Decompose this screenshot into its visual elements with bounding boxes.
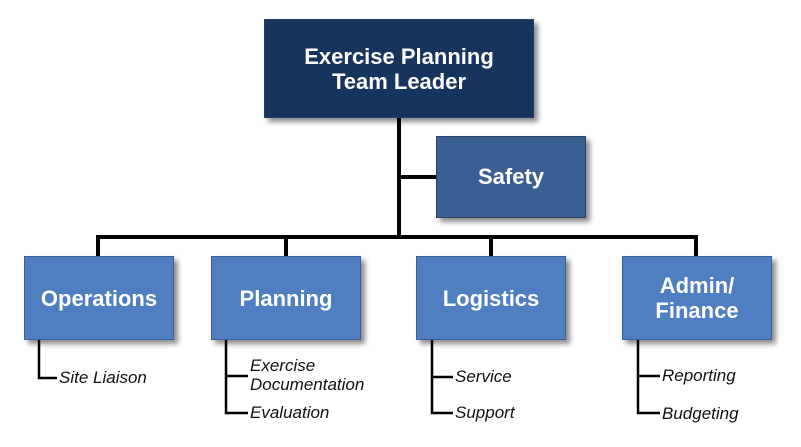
service-label: Service <box>455 367 512 386</box>
leader-box: Exercise Planning Team Leader <box>264 19 534 118</box>
connector-budgeting <box>636 340 660 415</box>
logistics-label: Logistics <box>442 285 540 311</box>
budgeting-label: Budgeting <box>662 404 739 423</box>
reporting-label: Reporting <box>662 366 736 385</box>
connector-support <box>430 340 453 415</box>
logistics-box: Logistics <box>416 256 566 340</box>
exercise-documentation-line1: Exercise <box>250 356 316 375</box>
operations-box: Operations <box>24 256 174 340</box>
admin-finance-label-line2: Finance <box>655 298 739 323</box>
site-liaison-label: Site Liaison <box>59 368 147 387</box>
connector-exercise-documentation <box>224 340 248 415</box>
exercise-documentation-line2: Documentation <box>250 375 365 394</box>
connector-site-liaison <box>37 340 57 380</box>
exercise-documentation-label: Exercise Documentation <box>250 356 364 394</box>
safety-label: Safety <box>477 164 545 189</box>
evaluation-label: Evaluation <box>250 403 330 422</box>
leader-title-line1: Exercise Planning <box>304 43 494 69</box>
planning-label: Planning <box>239 285 333 311</box>
planning-box: Planning <box>211 256 361 340</box>
safety-box: Safety <box>436 136 586 218</box>
admin-finance-box: Admin/ Finance <box>622 256 772 340</box>
support-label: Support <box>455 403 515 422</box>
leader-title-line2: Team Leader <box>331 68 467 94</box>
operations-label: Operations <box>40 285 158 311</box>
admin-finance-label-line1: Admin/ <box>659 273 735 298</box>
